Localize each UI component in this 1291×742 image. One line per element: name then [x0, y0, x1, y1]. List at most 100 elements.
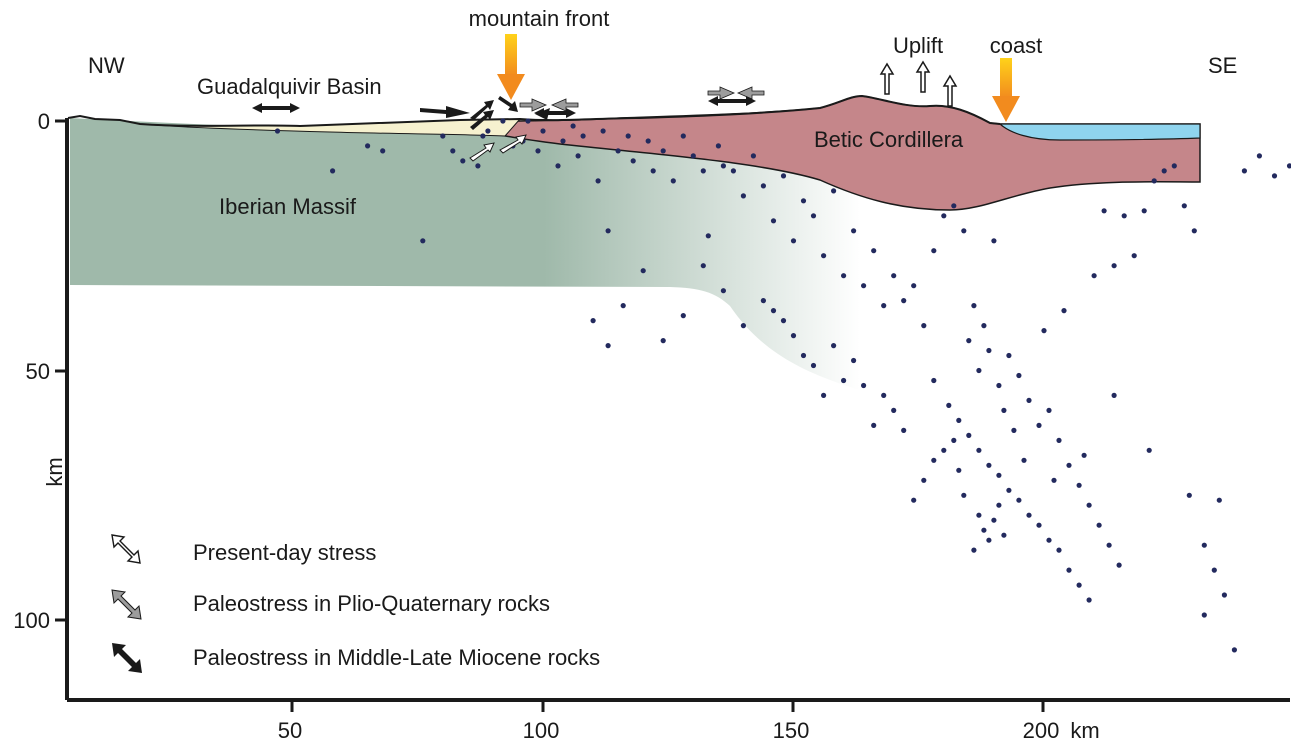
hypocenter-point: [1141, 208, 1147, 214]
hypocenter-point: [720, 288, 727, 294]
hypocenter-point: [1186, 492, 1192, 498]
nw-label: NW: [88, 53, 125, 78]
y-tick-label-100: 100: [13, 608, 50, 633]
hypocenter-point: [605, 343, 611, 349]
hypocenter-point: [760, 183, 767, 189]
betic-cordillera-label: Betic Cordillera: [814, 127, 964, 152]
hypocenter-point: [986, 537, 992, 543]
hypocenter-point: [670, 178, 676, 184]
hypocenter-point: [996, 382, 1002, 389]
hypocenter-point: [901, 427, 907, 433]
hypocenter-point: [1081, 452, 1087, 458]
hypocenter-point: [1146, 447, 1152, 453]
hypocenter-point: [480, 133, 486, 139]
hypocenter-point: [891, 407, 897, 413]
hypocenter-point: [841, 273, 847, 279]
hypocenter-point: [680, 313, 686, 319]
hypocenter-point: [1231, 647, 1237, 653]
hypocenter-point: [1211, 567, 1217, 573]
hypocenter-point: [730, 168, 737, 174]
coast-arrow-icon: [992, 58, 1020, 122]
hypocenter-point: [1001, 407, 1007, 413]
hypocenter-point: [1041, 328, 1047, 334]
cordillera-stress-arrows-icon: [707, 86, 765, 106]
hypocenter-point: [961, 492, 967, 498]
hypocenter-point: [966, 432, 972, 438]
hypocenter-point: [981, 527, 987, 533]
hypocenter-point: [800, 198, 807, 204]
hypocenter-point: [971, 303, 977, 309]
hypocenter-point: [1086, 597, 1092, 603]
hypocenter-point: [1006, 352, 1012, 359]
hypocenter-point: [450, 148, 456, 154]
hypocenter-point: [911, 497, 917, 503]
hypocenter-point: [1021, 457, 1027, 463]
hypocenter-point: [615, 148, 621, 154]
hypocenter-point: [770, 308, 777, 314]
hypocenter-point: [1066, 462, 1072, 468]
hypocenter-point: [1046, 407, 1052, 413]
hypocenter-point: [991, 517, 997, 523]
hypocenter-point: [330, 168, 336, 174]
hypocenter-point: [590, 318, 596, 324]
hypocenter-point: [660, 338, 666, 344]
hypocenter-point: [891, 273, 897, 279]
hypocenter-point: [705, 233, 711, 239]
hypocenter-point: [821, 253, 827, 259]
mountain-front-label: mountain front: [469, 6, 610, 31]
hypocenter-point: [645, 138, 651, 144]
hypocenter-point: [1066, 567, 1072, 573]
hypocenter-point: [620, 303, 626, 309]
hypocenter-point: [1036, 522, 1042, 528]
hypocenter-point: [976, 367, 982, 374]
hypocenter-point: [525, 118, 531, 124]
hypocenter-point: [831, 343, 837, 349]
hypocenter-point: [380, 148, 386, 154]
hypocenter-point: [650, 168, 656, 174]
hypocenter-point: [901, 298, 907, 304]
hypocenter-point: [790, 238, 797, 244]
hypocenter-point: [440, 133, 446, 139]
hypocenter-point: [996, 472, 1002, 478]
hypocenter-point: [946, 402, 952, 408]
hypocenter-point: [605, 228, 611, 234]
hypocenter-point: [1056, 437, 1062, 443]
iberian-massif-label: Iberian Massif: [219, 194, 357, 219]
hypocenter-point: [750, 153, 757, 159]
hypocenter-point: [1121, 213, 1127, 219]
hypocenter-point: [420, 238, 426, 244]
uplift-label: Uplift: [893, 33, 943, 58]
x-tick-label-50: 50: [278, 718, 302, 742]
hypocenter-point: [851, 228, 857, 234]
hypocenter-point: [981, 323, 987, 329]
hypocenter-point: [986, 462, 992, 468]
hypocenter-point: [911, 283, 917, 289]
hypocenter-point: [1271, 173, 1278, 179]
hypocenter-point: [1256, 153, 1262, 159]
hypocenter-point: [1241, 168, 1247, 174]
hypocenter-point: [500, 118, 506, 124]
hypocenter-point: [831, 188, 837, 194]
hypocenter-point: [941, 213, 947, 219]
basin-stress-arrow-icon: [252, 103, 300, 113]
hypocenter-point: [1046, 537, 1052, 543]
x-tick-label-200: 200: [1023, 718, 1060, 742]
legend: Present-day stress Paleostress in Plio-Q…: [111, 534, 600, 673]
hypocenter-point: [1106, 542, 1112, 548]
hypocenter-point: [1101, 208, 1107, 214]
hypocenter-point: [1026, 512, 1032, 518]
uplift-arrows-icon: [879, 60, 958, 107]
hypocenter-point: [931, 377, 937, 384]
hypocenter-point: [1036, 422, 1042, 428]
hypocenter-point: [841, 377, 847, 384]
hypocenter-point: [951, 437, 957, 443]
hypocenter-point: [720, 163, 727, 169]
hypocenter-point: [821, 392, 827, 398]
hypocenter-point: [881, 303, 887, 309]
hypocenter-point: [976, 447, 982, 453]
hypocenter-point: [941, 447, 947, 453]
hypocenter-point: [810, 213, 817, 219]
hypocenter-point: [570, 123, 576, 129]
hypocenter-point: [274, 128, 281, 134]
hypocenter-point: [460, 158, 466, 164]
